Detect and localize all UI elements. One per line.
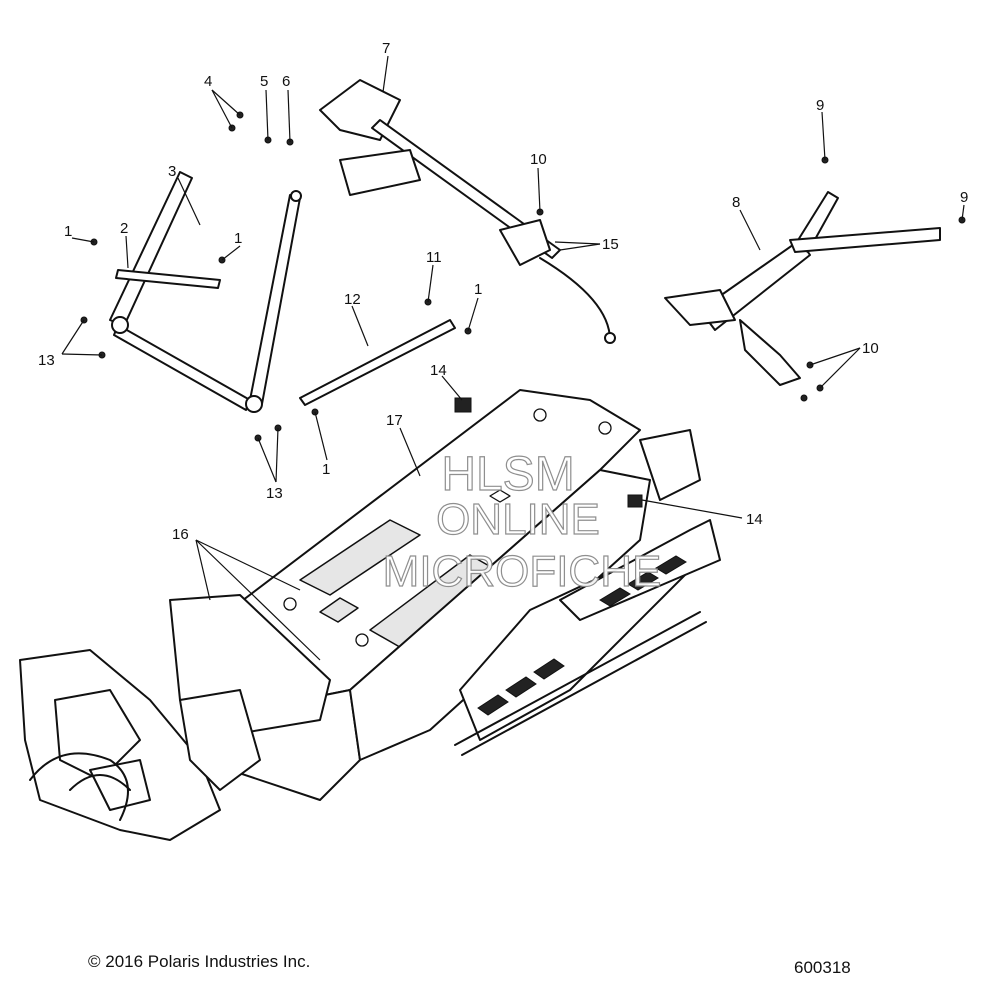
callout-17: 17 xyxy=(386,412,403,429)
callout-12: 12 xyxy=(344,291,361,308)
callout-10-b: 10 xyxy=(862,340,879,357)
drawing-number: 600318 xyxy=(794,958,851,977)
watermark: HLSM ONLINE MICROFICHE xyxy=(382,447,662,596)
callout-11: 11 xyxy=(426,249,442,266)
rear-support-assembly xyxy=(664,191,941,386)
front-tripod-assembly xyxy=(109,171,302,413)
callout-13-a: 13 xyxy=(38,352,55,369)
watermark-line-1: HLSM xyxy=(441,448,574,501)
copyright-notice: © 2016 Polaris Industries Inc. xyxy=(88,952,311,971)
callout-2: 2 xyxy=(120,220,128,237)
callout-10-a: 10 xyxy=(530,151,547,168)
watermark-line-3: MICROFICHE xyxy=(383,547,662,596)
callout-4: 4 xyxy=(204,73,212,90)
callout-1-b: 1 xyxy=(234,230,242,247)
steering-post-assembly xyxy=(319,79,616,344)
watermark-line-2: ONLINE xyxy=(436,495,600,544)
callout-1-a: 1 xyxy=(64,223,72,240)
callout-6: 6 xyxy=(282,73,290,90)
callout-1-d: 1 xyxy=(322,461,330,478)
callout-9-b: 9 xyxy=(960,189,968,206)
callout-14-a: 14 xyxy=(430,362,447,379)
leader-lines xyxy=(61,55,965,661)
callout-3: 3 xyxy=(168,163,176,180)
callout-13-b: 13 xyxy=(266,485,283,502)
brace-rod xyxy=(299,319,456,406)
callout-15: 15 xyxy=(602,236,619,253)
callout-5: 5 xyxy=(260,73,268,90)
callout-16: 16 xyxy=(172,526,189,543)
callout-labels: 1 2 3 4 5 6 7 8 9 10 11 12 13 14 15 16 1… xyxy=(38,40,968,543)
callout-7: 7 xyxy=(382,40,390,57)
callout-8: 8 xyxy=(732,194,740,211)
callout-9-a: 9 xyxy=(816,97,824,114)
callout-14-b: 14 xyxy=(746,511,763,528)
callout-1-c: 1 xyxy=(474,281,482,298)
chassis-frame xyxy=(19,389,721,841)
